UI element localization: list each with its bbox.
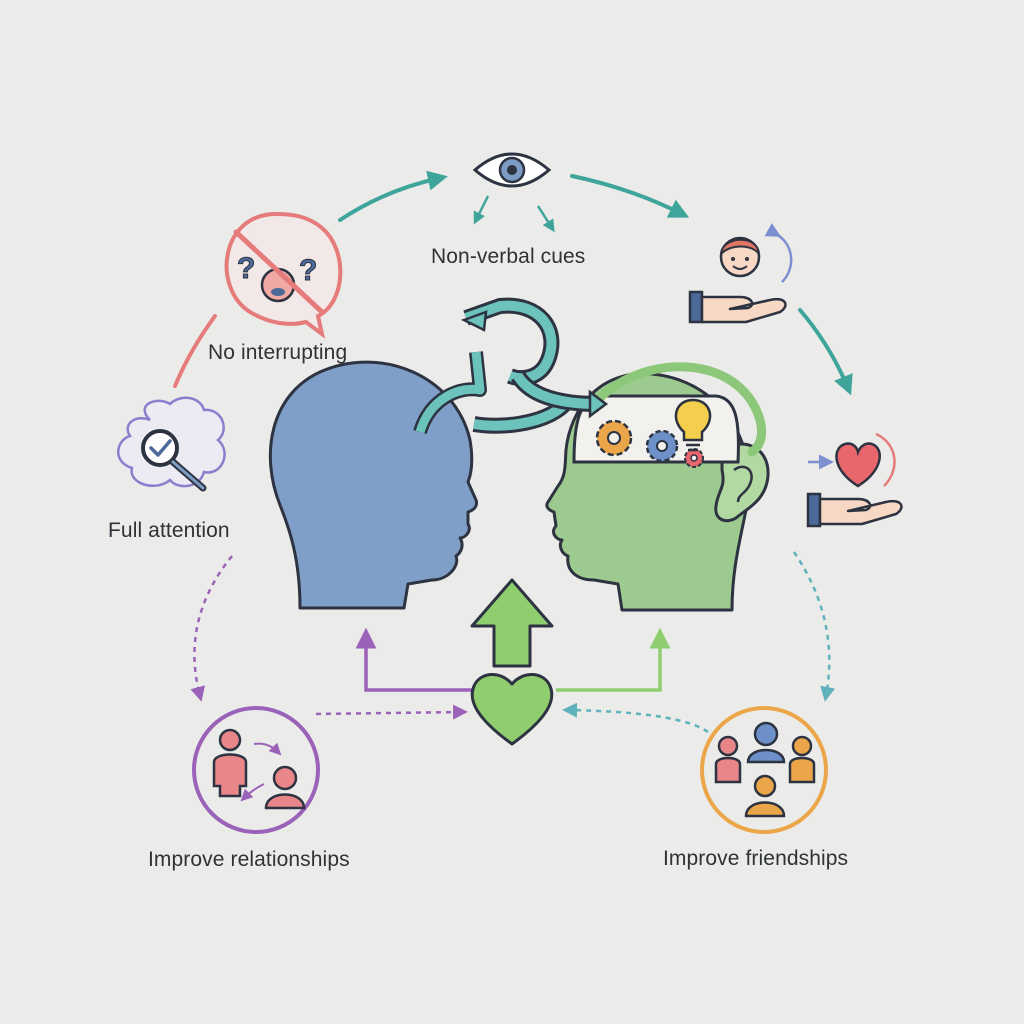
arc-teal-right	[798, 308, 853, 396]
arc-teal-from-eye	[570, 174, 690, 218]
eye-icon	[472, 152, 555, 233]
gears-lightbulb-icon	[572, 362, 767, 468]
non-verbal-cues-label: Non-verbal cues	[431, 245, 586, 268]
heart-icon	[470, 673, 554, 746]
heart-connectors	[315, 627, 709, 734]
improve-relationships-label: Improve relationships	[148, 848, 350, 871]
group-icon	[700, 706, 828, 834]
heart-in-hand-icon	[806, 432, 903, 528]
svg-text:?: ?	[237, 252, 255, 285]
outer-cycle-arrows	[173, 170, 853, 702]
face-in-hand-icon	[688, 223, 793, 324]
arc-purple-dashed-left	[190, 555, 233, 702]
no-interrupting-label: No interrupting	[208, 341, 348, 364]
up-arrow-icon	[470, 578, 554, 668]
arc-teal-to-eye	[338, 170, 448, 222]
full-attention-label: Full attention	[108, 519, 230, 542]
svg-text:?: ?	[299, 254, 317, 287]
improve-friendships-label: Improve friendships	[663, 847, 849, 870]
arc-red-left	[173, 314, 217, 388]
exchange-arrows	[413, 297, 609, 435]
no-interrupting-icon: ? ?	[224, 211, 343, 339]
magnifier-check-icon	[117, 396, 226, 492]
two-people-icon	[192, 706, 320, 834]
arc-teal-dashed-right	[792, 551, 836, 702]
